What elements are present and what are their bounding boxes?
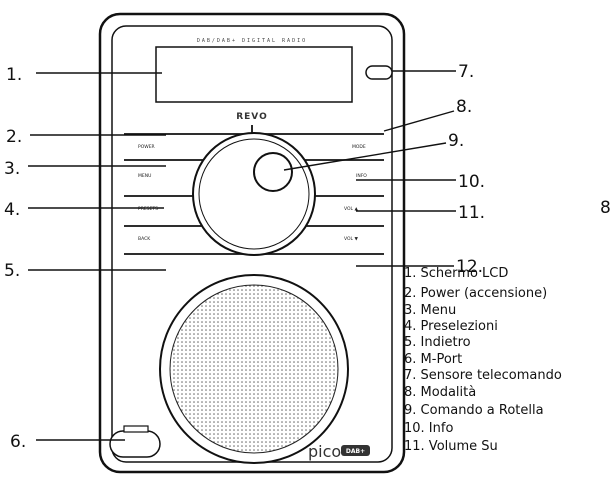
speaker-grille [159, 274, 349, 464]
callout-1: 1. [6, 65, 22, 85]
remote-sensor [365, 65, 393, 80]
callout-5: 5. [4, 261, 20, 281]
rotary-dial [192, 132, 316, 256]
callout-8: 8. [456, 97, 472, 117]
legend-item: 4. Preselezioni [404, 319, 498, 334]
legend-item: 1. Schermo LCD [404, 266, 508, 281]
stray-mark: 8 [600, 198, 611, 218]
callout-2: 2. [6, 127, 22, 147]
dab-badge-text: DAB+ [346, 448, 365, 455]
callout-11: 11. [458, 203, 485, 223]
legend-item: 5. Indietro [404, 335, 471, 350]
dab-badge [341, 445, 370, 456]
legend-item: 9. Comando a Rotella [404, 403, 544, 418]
legend-item: 6. M-Port [404, 352, 462, 367]
callout-7: 7. [458, 62, 474, 82]
mode-button-label: MODE [352, 144, 366, 150]
callout-12: 12. [456, 257, 483, 277]
vol-up-button-label: VOL ▲ [344, 206, 358, 212]
lcd-screen [155, 46, 353, 103]
back-button-label: BACK [138, 236, 151, 242]
legend-item: 3. Menu [404, 303, 456, 318]
callout-6: 6. [10, 432, 26, 452]
presets-button-label: PRESETS [138, 206, 158, 212]
dial-knob [253, 152, 293, 192]
legend-item: 11. Volume Su [404, 439, 498, 454]
callout-lines [28, 70, 456, 441]
callout-4: 4. [4, 200, 20, 220]
power-button-label: POWER [138, 144, 155, 150]
legend-item: 7. Sensore telecomando [404, 368, 562, 383]
m-port [109, 430, 161, 458]
model-logo: pico [308, 442, 341, 461]
legend: 1. Schermo LCD 2. Power (accensione) 3. … [404, 266, 562, 454]
callout-10: 10. [458, 172, 485, 192]
legend-item: 2. Power (accensione) [404, 286, 547, 301]
vol-down-button-label: VOL ▼ [344, 236, 358, 242]
callout-3: 3. [4, 159, 20, 179]
top-label: DAB/DAB+ DIGITAL RADIO [197, 38, 307, 44]
menu-button-label: MENU [138, 173, 151, 179]
legend-item: 8. Modalità [404, 385, 476, 400]
callout-9: 9. [448, 131, 464, 151]
brand-logo: REVO [236, 112, 268, 122]
info-button-label: INFO [356, 173, 367, 179]
legend-item: 10. Info [404, 421, 453, 436]
